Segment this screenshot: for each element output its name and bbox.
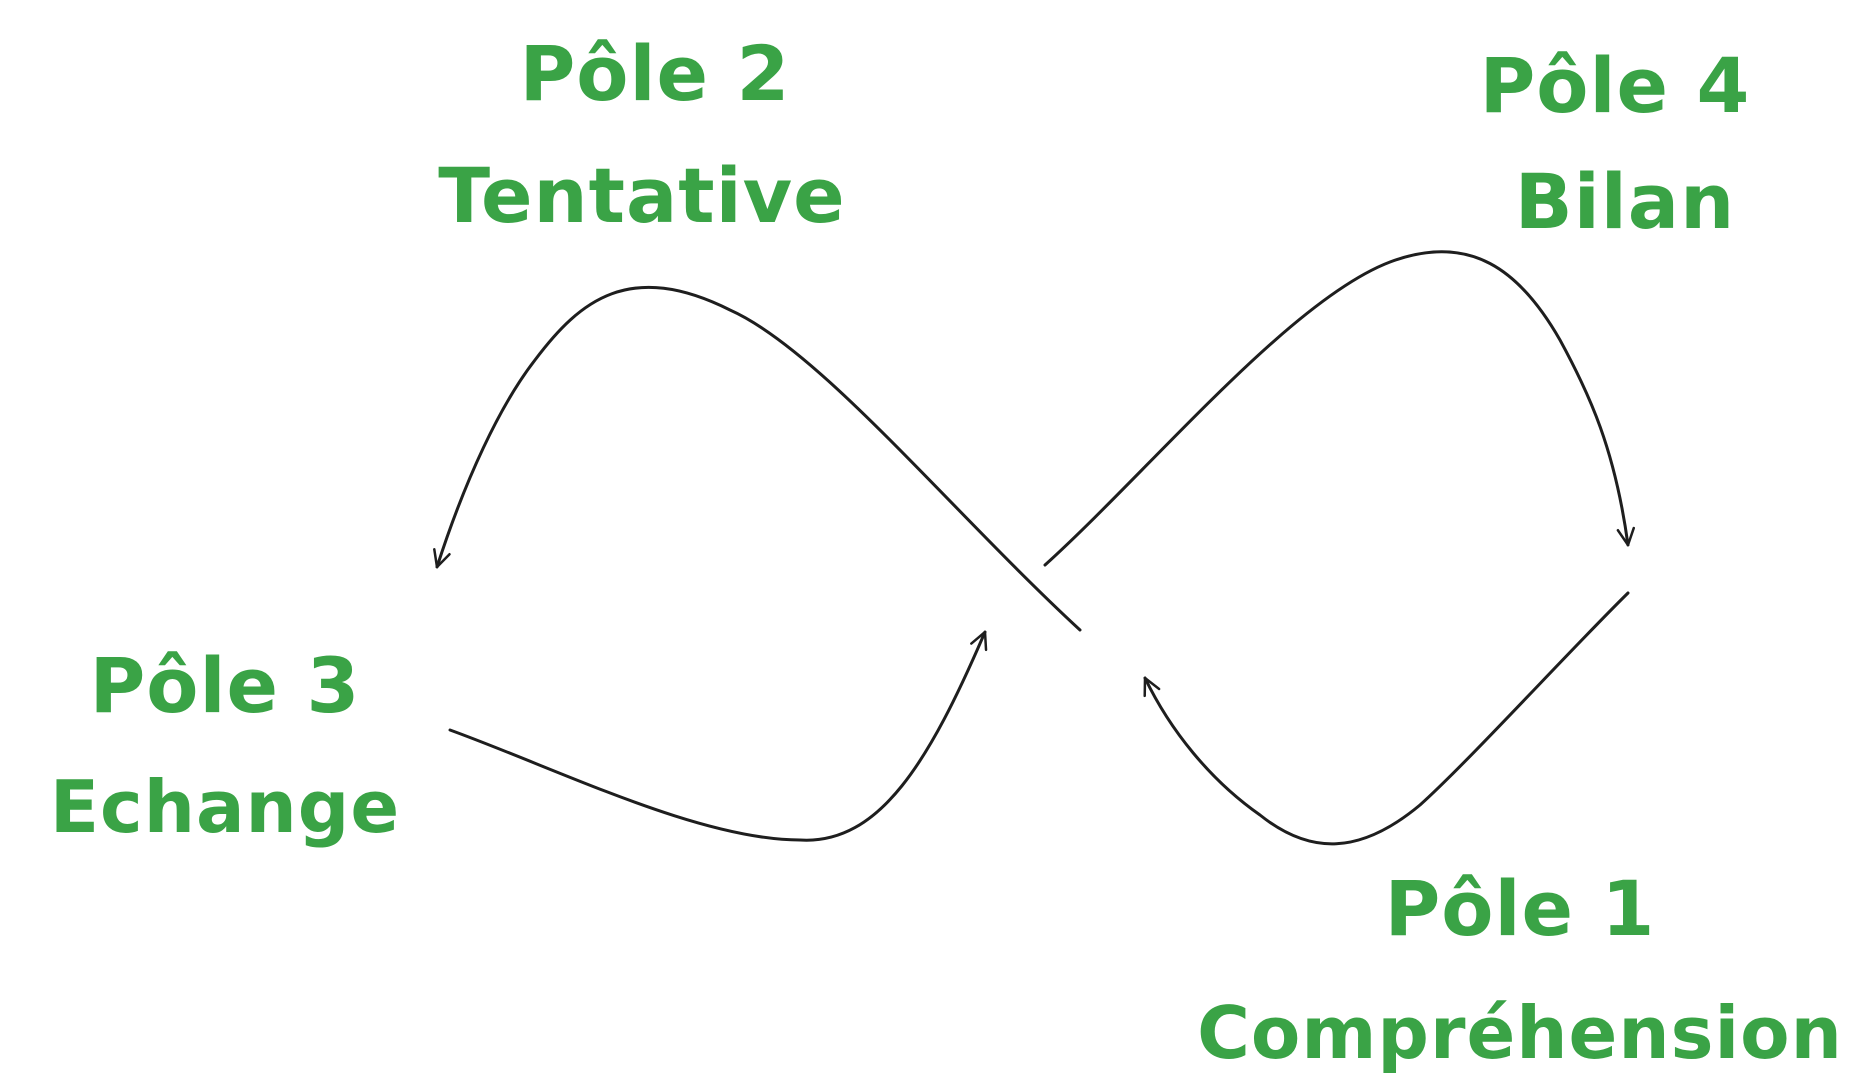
pole-3-subtitle: Echange bbox=[50, 765, 400, 849]
pole-4-subtitle: Bilan bbox=[1515, 157, 1735, 246]
pole-2-title: Pôle 2 bbox=[520, 29, 791, 118]
pole-1-title: Pôle 1 bbox=[1385, 864, 1656, 953]
arrow-pole-1-to-center bbox=[1143, 591, 1630, 846]
pole-2-subtitle: Tentative bbox=[438, 151, 845, 240]
arrow-center-to-pole-4 bbox=[1043, 250, 1636, 567]
pole-3-title: Pôle 3 bbox=[90, 641, 361, 730]
pole-1-subtitle: Compréhension bbox=[1197, 991, 1843, 1075]
pole-4-title: Pôle 4 bbox=[1480, 41, 1751, 130]
arrow-pole-3-to-center bbox=[448, 630, 988, 842]
arrow-center-to-pole-3 bbox=[433, 285, 1082, 632]
